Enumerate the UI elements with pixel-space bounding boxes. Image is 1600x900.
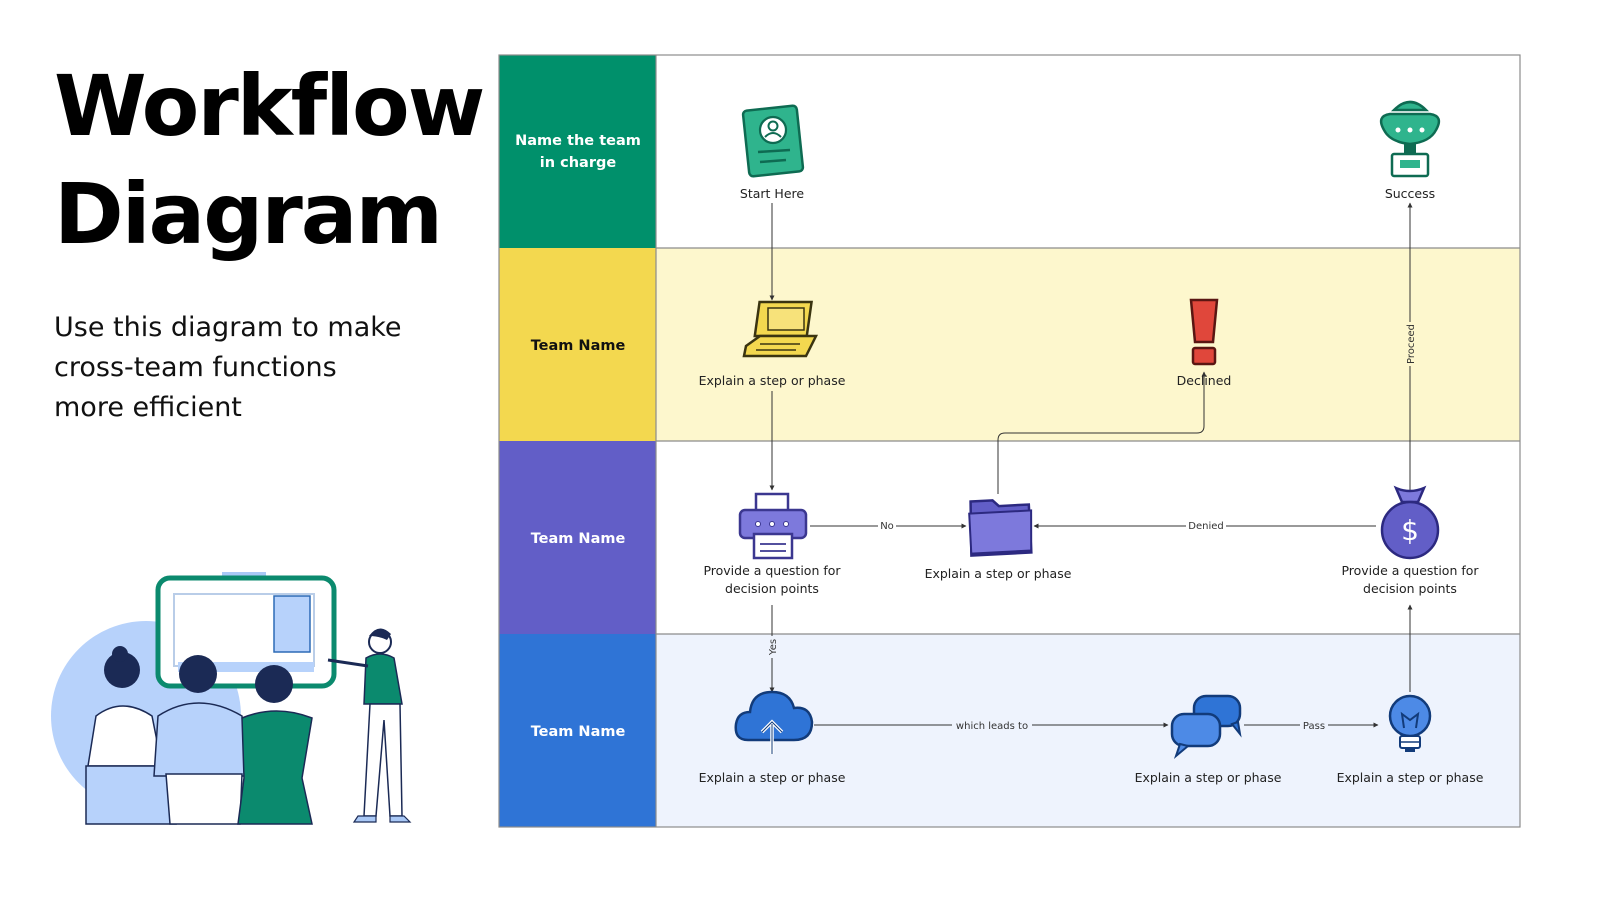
printer-icon bbox=[738, 492, 808, 560]
node-label-laptop: Explain a step or phase bbox=[699, 373, 846, 388]
board-top-tab bbox=[222, 572, 266, 578]
audience-figure-3 bbox=[237, 665, 313, 825]
trophy-icon bbox=[1379, 100, 1441, 178]
lightbulb-icon bbox=[1388, 694, 1432, 752]
node-label-start: Start Here bbox=[740, 186, 804, 201]
node-label-bulb: Explain a step or phase bbox=[1337, 770, 1484, 785]
svg-text:No: No bbox=[880, 521, 894, 532]
node-label-printer-line-2: decision points bbox=[725, 581, 819, 596]
lane-1-label: Name the team bbox=[515, 133, 641, 149]
lane-1-label-line-2: in charge bbox=[540, 155, 617, 171]
edge-label-pass: Pass bbox=[1300, 718, 1328, 732]
edge-label-which-leads-to: which leads to bbox=[952, 718, 1032, 732]
node-label-declined: Declined bbox=[1177, 373, 1232, 388]
page-subtitle: Use this diagram to make cross-team func… bbox=[54, 308, 444, 428]
laptop-icon bbox=[742, 300, 819, 358]
money-bag-icon: $ bbox=[1380, 485, 1440, 560]
lane-4-label: Team Name bbox=[531, 724, 626, 740]
node-label-folder: Explain a step or phase bbox=[925, 566, 1072, 581]
node-label-cloud: Explain a step or phase bbox=[699, 770, 846, 785]
svg-text:which leads to: which leads to bbox=[956, 721, 1028, 732]
team-illustration bbox=[51, 572, 412, 825]
subtitle-line-3: more efficient bbox=[54, 392, 242, 423]
subtitle-line-1: Use this diagram to make bbox=[54, 312, 402, 343]
node-label-success: Success bbox=[1385, 186, 1435, 201]
lane-2-label: Team Name bbox=[531, 338, 626, 354]
edge-label-denied: Denied bbox=[1186, 518, 1226, 532]
lane-3-label: Team Name bbox=[531, 531, 626, 547]
node-label-moneybag-line-1: Provide a question for bbox=[1341, 563, 1479, 578]
subtitle-line-2: cross-team functions bbox=[54, 352, 337, 383]
id-card-icon bbox=[741, 104, 805, 178]
audience-figure-2 bbox=[153, 655, 247, 825]
edge-label-yes: Yes bbox=[766, 636, 779, 658]
cloud-upload-icon bbox=[734, 690, 814, 754]
title-line-2: Diagram bbox=[54, 165, 443, 263]
svg-text:Denied: Denied bbox=[1188, 521, 1223, 532]
page-title: Workflow Diagram bbox=[54, 52, 485, 268]
svg-text:Yes: Yes bbox=[768, 639, 779, 656]
audience-figure-1 bbox=[85, 646, 177, 825]
node-label-printer-line-1: Provide a question for bbox=[703, 563, 841, 578]
svg-text:Pass: Pass bbox=[1303, 721, 1325, 732]
lane-1-header bbox=[499, 55, 656, 248]
edge-label-proceed: Proceed bbox=[1404, 322, 1417, 366]
node-label-moneybag-line-2: decision points bbox=[1363, 581, 1457, 596]
edge-label-no: No bbox=[878, 518, 896, 532]
title-line-1: Workflow bbox=[54, 57, 485, 155]
node-label-chat: Explain a step or phase bbox=[1135, 770, 1282, 785]
lane-2-header bbox=[499, 248, 656, 441]
chat-bubbles-icon bbox=[1170, 694, 1242, 760]
folder-icon bbox=[968, 499, 1033, 557]
lane-3-header bbox=[499, 441, 656, 634]
svg-text:Proceed: Proceed bbox=[1406, 324, 1417, 364]
edge-folder-to-declined bbox=[997, 371, 1207, 494]
lane-4-header bbox=[499, 634, 656, 827]
svg-text:$: $ bbox=[1401, 514, 1419, 547]
exclamation-icon bbox=[1189, 298, 1219, 366]
presenter-figure bbox=[327, 628, 412, 823]
